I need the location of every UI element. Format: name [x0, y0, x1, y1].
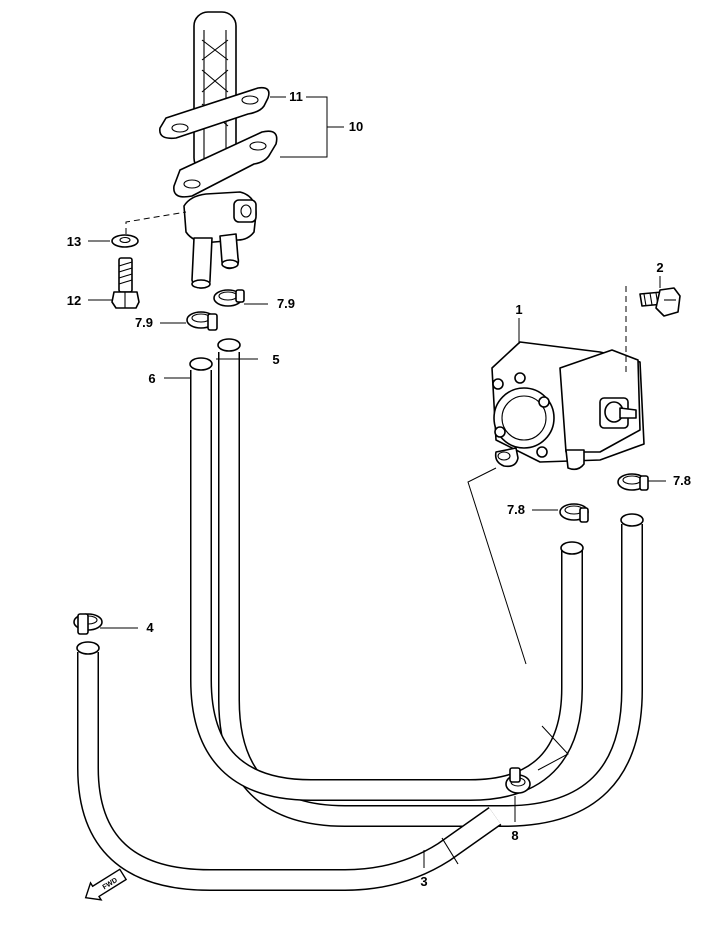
direction-badge: FWD: [84, 868, 128, 901]
fuel-hose-6: [189, 357, 584, 801]
callout-7-9-lower: 7.9: [135, 315, 153, 330]
hose-clip-8: [505, 767, 531, 794]
fuel-hose-3: [76, 641, 502, 891]
callout-7-8-right: 7.8: [673, 473, 691, 488]
fwd-arrow-icon: [84, 868, 128, 901]
callout-10: 10: [349, 119, 363, 134]
hose-clip-7-9-upper: [213, 289, 245, 307]
callout-5: 5: [272, 352, 279, 367]
hose-clip-7-8-left: [559, 503, 589, 523]
callout-6: 6: [148, 371, 155, 386]
callout-4: 4: [146, 620, 154, 635]
hose-clip-4: [73, 613, 103, 635]
callout-1: 1: [515, 302, 522, 317]
callout-8: 8: [511, 828, 518, 843]
callout-11: 11: [289, 89, 303, 104]
hose-clip-7-9-lower: [186, 311, 218, 331]
callout-7-9-upper: 7.9: [277, 296, 295, 311]
fuel-pump: [491, 341, 645, 471]
callout-7-8-left: 7.8: [507, 502, 525, 517]
callout-2: 2: [656, 260, 663, 275]
fuel-cock-assembly: [159, 11, 278, 289]
bolt-12: [111, 257, 140, 309]
hose-clip-7-8-right: [617, 473, 649, 491]
callout-3: 3: [420, 874, 427, 889]
callout-13: 13: [67, 234, 81, 249]
washer-13: [111, 234, 139, 248]
callout-12: 12: [67, 293, 81, 308]
screw-2: [639, 287, 681, 317]
